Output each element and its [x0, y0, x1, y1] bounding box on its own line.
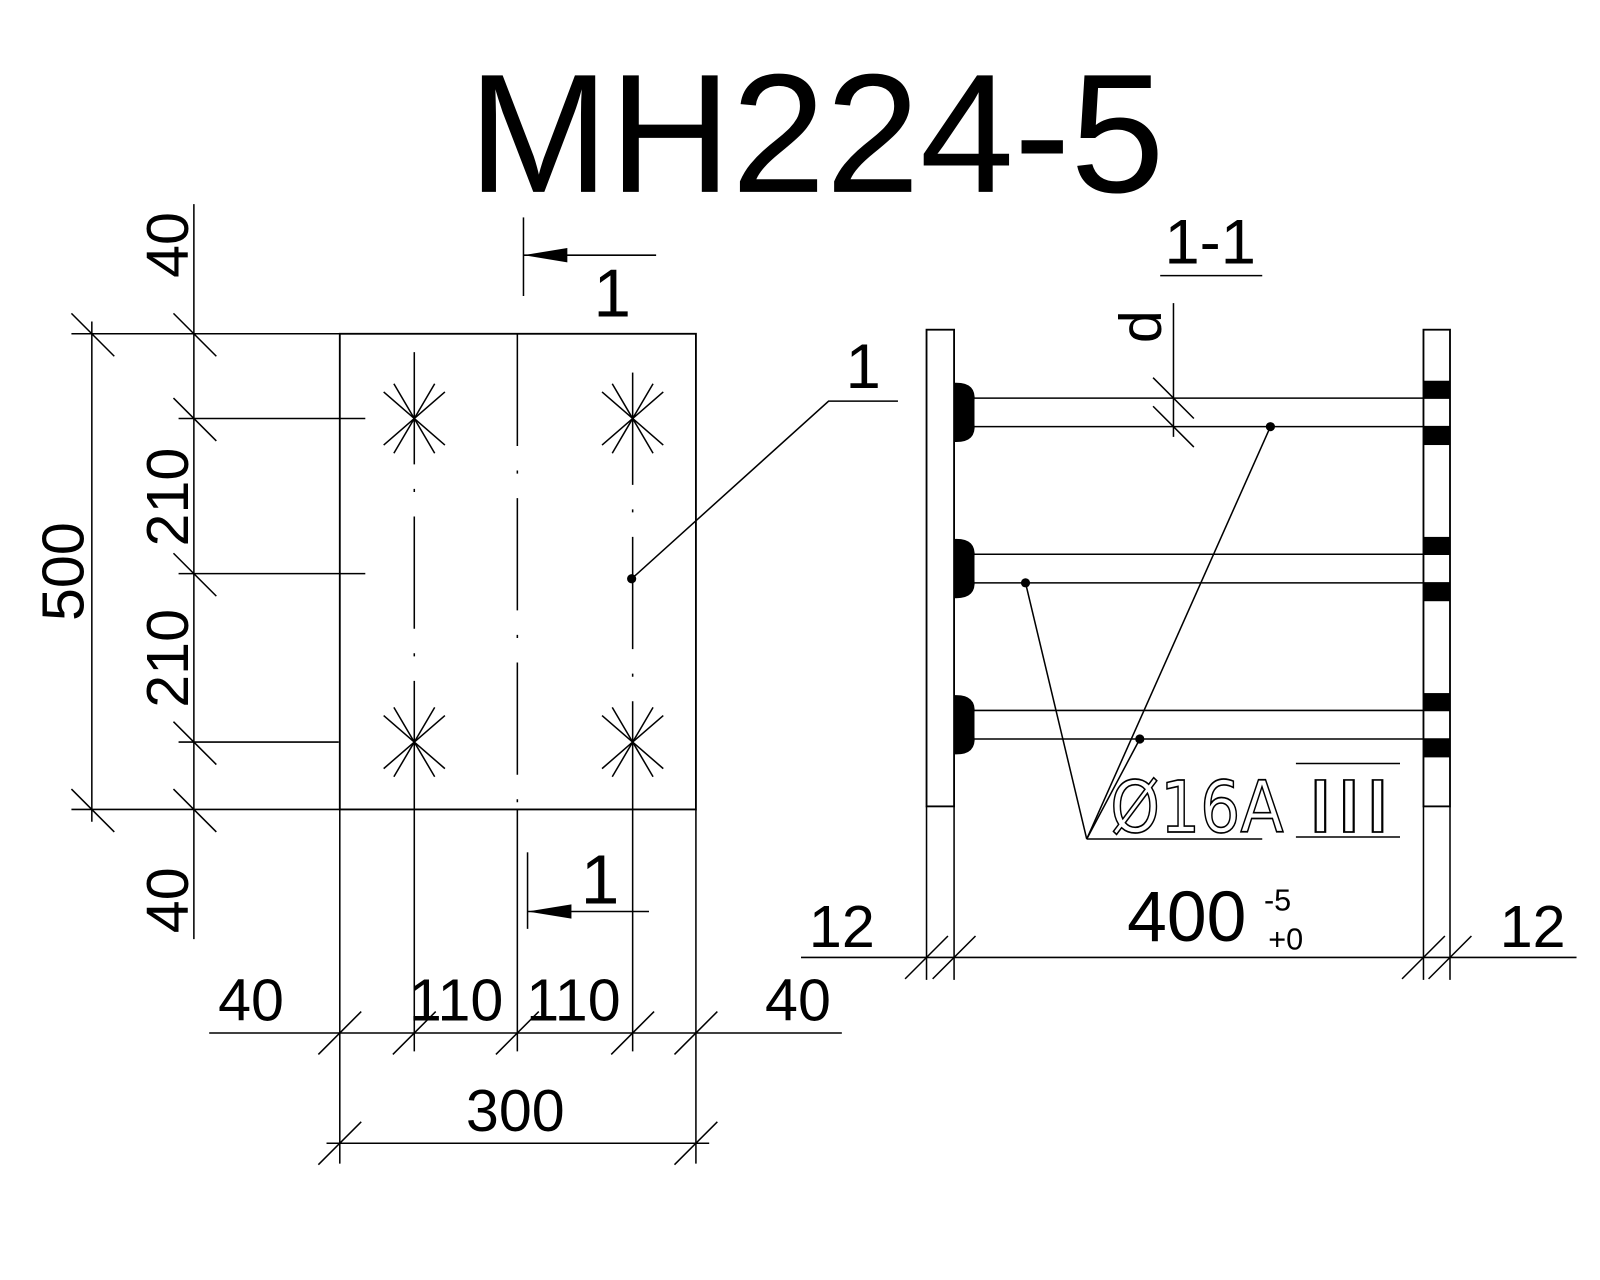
dim-bottom-40: 40 — [134, 867, 201, 933]
dimension-tick — [1401, 935, 1446, 980]
weld-block — [1423, 693, 1450, 711]
dim-lower-210: 210 — [134, 609, 201, 708]
dimension-tick — [673, 1011, 718, 1055]
dim-mid-left-110: 110 — [409, 967, 503, 1034]
weld-block — [1423, 582, 1450, 602]
weld-fillet — [954, 382, 975, 443]
dim-span-400: 400 — [1127, 877, 1246, 957]
weld-block — [1423, 380, 1450, 399]
leader-dot — [1135, 734, 1145, 744]
dimension-tick — [673, 1121, 718, 1166]
dim-bar-diameter: d — [1107, 310, 1174, 343]
dim-tolerance-lower: +0 — [1268, 922, 1303, 956]
leader-dot — [627, 574, 637, 584]
weld-block — [1423, 739, 1450, 758]
dim-upper-210: 210 — [134, 448, 201, 547]
dimension-tick — [172, 721, 217, 766]
rebar-middle — [954, 553, 1450, 584]
leader-dot — [1020, 578, 1031, 588]
dimension-tick — [70, 312, 115, 357]
dimension-tick — [172, 788, 217, 833]
dimension-tick — [1152, 377, 1195, 420]
dim-overall-500: 500 — [30, 522, 97, 621]
dim-right-40: 40 — [765, 967, 831, 1034]
dim-mid-right-110: 110 — [526, 967, 620, 1034]
drawing-title: MH224-5 — [468, 39, 1165, 228]
dimension-tick — [932, 935, 977, 980]
rebar-bottom — [954, 709, 1450, 740]
dimension-tick — [1428, 935, 1472, 980]
callout-leader: 1 — [627, 332, 898, 584]
dimension-tick — [70, 788, 115, 833]
dimension-tick — [610, 1011, 655, 1055]
dim-top-40: 40 — [134, 212, 201, 278]
dimension-tick — [392, 1011, 437, 1055]
arrowhead — [523, 248, 568, 263]
section-cut-bottom: 1 — [526, 840, 649, 929]
rebar-grade-label: III — [1306, 766, 1392, 849]
weld-block — [1423, 536, 1450, 555]
dimension-tick — [317, 1011, 362, 1055]
weld-fillet — [954, 695, 975, 755]
section-cut-top: 1 — [522, 217, 657, 331]
dim-tolerance-upper: -5 — [1264, 883, 1291, 917]
plan-view: 40 210 210 40 500 40 110 110 40 300 1 — [30, 204, 898, 1166]
dim-overall-300: 300 — [466, 1077, 565, 1144]
weld-fillet — [954, 538, 975, 599]
cut-label-top: 1 — [594, 256, 631, 331]
dimension-tick — [904, 935, 949, 980]
arrowhead — [527, 904, 572, 919]
dimension-tick — [317, 1121, 362, 1166]
dimension-tick — [172, 552, 217, 597]
dimension-tick — [172, 312, 217, 357]
right-plate — [1422, 328, 1451, 808]
rebar-top — [954, 397, 1450, 428]
section-view: 1-1 — [801, 207, 1577, 980]
dim-right-plate-12: 12 — [1500, 893, 1566, 960]
leader-dot — [1265, 422, 1275, 432]
dim-left-40: 40 — [218, 967, 284, 1034]
left-plate — [925, 328, 955, 808]
section-title: 1-1 — [1164, 207, 1255, 277]
dim-left-plate-12: 12 — [809, 893, 875, 960]
rebar-leader — [1020, 422, 1275, 840]
weld-block — [1423, 426, 1450, 446]
dimension-tick — [172, 397, 217, 442]
dimension-tick — [1152, 405, 1195, 448]
cut-label-bottom: 1 — [581, 840, 620, 918]
callout-label: 1 — [846, 332, 881, 402]
rebar-size-label: Ø16A — [1110, 766, 1284, 849]
dimension-tick — [495, 1011, 540, 1055]
